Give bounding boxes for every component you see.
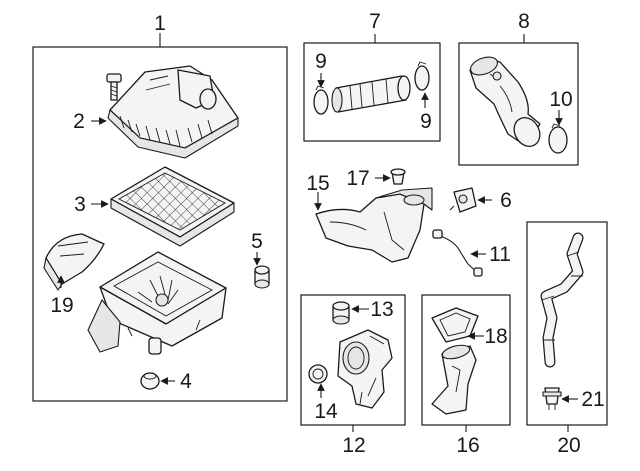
connector-17 [390,168,406,185]
callout-15: 15 [306,172,329,195]
callout-18: 18 [484,325,507,348]
callout-12: 12 [342,434,365,457]
cap-13 [332,301,350,325]
sensor-6 [449,187,477,213]
callout-16: 16 [456,434,479,457]
callout-20: 20 [557,434,580,457]
group-inlet-tube: 7 9 9 [303,10,441,142]
callout-4: 4 [180,370,192,393]
group-duct-seal: 16 18 [421,294,511,457]
clamp-9-left [313,85,329,115]
air-cleaner-housing [87,251,227,355]
callout-21: 21 [581,388,604,411]
clip-21 [542,387,562,410]
callout-13: 13 [370,298,393,321]
group-8-frame [458,42,579,166]
group-air-cleaner-assembly: 1 2 3 [32,12,288,402]
group-outlet-duct: 8 10 [458,10,579,166]
callout-19: 19 [50,294,73,317]
callout-2: 2 [73,110,85,133]
seal-18 [431,307,479,343]
callout-7: 7 [369,10,381,33]
adapter-body [337,329,393,409]
inlet-duct-19 [43,233,105,291]
callout-9a: 9 [315,50,327,73]
callout-1: 1 [154,12,166,35]
group-7-frame [303,42,441,142]
grommet-14 [308,364,328,384]
insulator [254,265,270,289]
group-hose: 20 21 [526,221,608,457]
callout-3: 3 [74,193,86,216]
callout-11: 11 [489,243,511,266]
hose-20 [540,232,584,368]
callout-14: 14 [314,400,338,423]
resonator-15 [315,187,433,263]
bolt [106,73,122,101]
inlet-tube [331,75,411,113]
callout-8: 8 [518,10,530,33]
group-20-frame [526,221,608,426]
air-filter-element [110,166,235,247]
hose-11 [432,229,483,277]
callout-9b: 9 [420,110,432,133]
clamp-10 [548,123,568,154]
group-adapter: 12 13 14 [300,294,406,457]
grommet [140,372,160,390]
callout-17: 17 [346,167,369,190]
callout-10: 10 [549,88,572,111]
callout-5: 5 [251,230,263,253]
air-cleaner-cover [107,65,239,159]
callout-6: 6 [500,189,512,212]
outlet-duct [469,56,541,147]
duct-16 [431,344,477,415]
clamp-9-right [414,61,430,91]
